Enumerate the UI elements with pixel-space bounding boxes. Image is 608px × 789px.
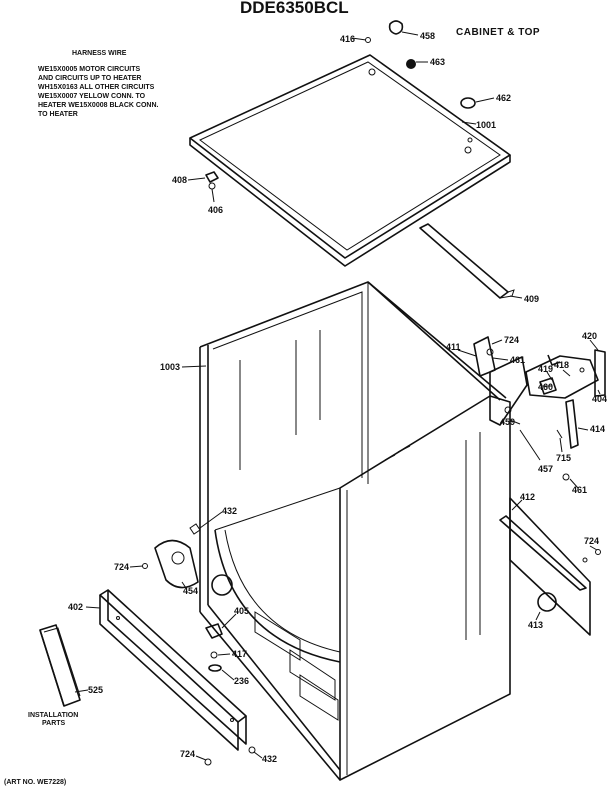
callout-406: 406	[208, 205, 223, 215]
callout-457: 457	[538, 464, 553, 474]
control-bracket-part	[473, 336, 606, 481]
callout-420: 420	[582, 331, 597, 341]
callout-414: 414	[590, 424, 605, 434]
callout-416: 416	[340, 34, 355, 44]
installation-label: INSTALLATION	[28, 712, 78, 719]
model-title: DDE6350BCL	[240, 0, 349, 17]
harness-line: WH15X0163 ALL OTHER CIRCUITS	[38, 84, 155, 91]
harness-line: HEATER WE15X0008 BLACK CONN.	[38, 102, 159, 109]
top-cover-part	[189, 54, 511, 267]
side-panel-413-part	[499, 497, 591, 636]
callout-458: 458	[420, 31, 435, 41]
harness-heading: HARNESS WIRE	[72, 50, 127, 57]
duct-454-part	[142, 523, 201, 589]
section-title: CABINET & TOP	[456, 27, 540, 38]
callout-432-upper: 432	[222, 506, 237, 516]
small-hardware	[204, 549, 601, 766]
callout-460: 460	[538, 382, 553, 392]
harness-wire-note: HARNESS WIRE WE15X0005 MOTOR CIRCUITS AN…	[38, 50, 159, 118]
callout-454: 454	[183, 586, 198, 596]
harness-line: WE15X0007 YELLOW CONN. TO	[38, 93, 146, 100]
callout-715: 715	[556, 453, 571, 463]
toe-kick-402-part	[99, 589, 247, 751]
callout-432-lower: 432	[262, 754, 277, 764]
callout-462: 462	[496, 93, 511, 103]
callout-418: 418	[554, 360, 569, 370]
callout-724-right: 724	[584, 536, 599, 546]
callout-1001: 1001	[476, 120, 496, 130]
callout-404: 404	[592, 394, 607, 404]
callout-459: 459	[500, 417, 515, 427]
callout-724-left: 724	[114, 562, 129, 572]
callout-525: 525	[88, 685, 103, 695]
installation-parts-525	[39, 624, 81, 707]
installation-label: PARTS	[42, 720, 66, 727]
harness-line: TO HEATER	[38, 111, 78, 118]
callout-461-lower: 461	[572, 485, 587, 495]
callout-463: 463	[430, 57, 445, 67]
callout-411: 411	[446, 342, 461, 352]
callout-405: 405	[234, 606, 249, 616]
callout-1003: 1003	[160, 362, 180, 372]
callout-408: 408	[172, 175, 187, 185]
art-number: (ART NO. WE7228)	[4, 779, 66, 786]
callout-413: 413	[528, 620, 543, 630]
callout-412: 412	[520, 492, 535, 502]
cabinet-part	[199, 281, 511, 781]
top-hardware	[205, 20, 476, 190]
callout-724-upper: 724	[504, 335, 519, 345]
leader-lines	[74, 31, 601, 761]
callout-402: 402	[68, 602, 83, 612]
harness-line: WE15X0005 MOTOR CIRCUITS	[38, 66, 141, 73]
callout-236: 236	[234, 676, 249, 686]
callout-417: 417	[232, 649, 247, 659]
callout-409: 409	[524, 294, 539, 304]
harness-line: AND CIRCUITS UP TO HEATER	[38, 75, 141, 82]
rail-409-part	[419, 223, 515, 299]
callout-461-upper: 461	[510, 355, 525, 365]
callout-419: 419	[538, 364, 553, 374]
callout-724-bottom: 724	[180, 749, 195, 759]
callout-labels: 416 458 463 462 1001 408 406 409 1003 41…	[68, 31, 607, 764]
